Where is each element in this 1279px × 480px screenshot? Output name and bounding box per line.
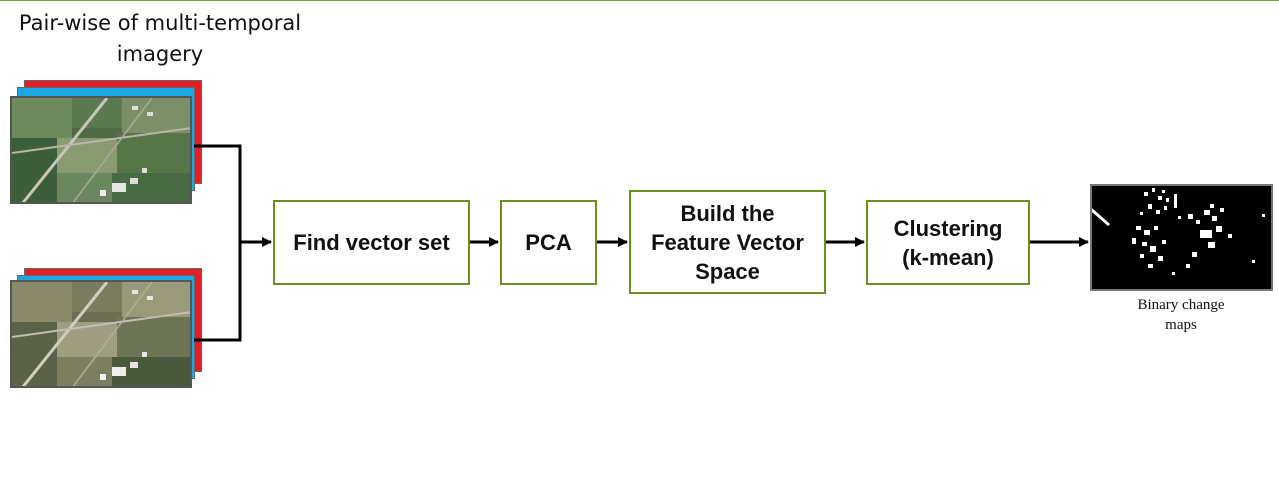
binary-change-map [1090,184,1273,291]
find-vector-set-box: Find vector set [273,200,470,285]
output-caption: Binary change maps [1137,297,1225,333]
input-title: Pair-wise of multi-temporal imagery [18,11,302,66]
satellite-image-icon [12,98,190,202]
satellite-image-2 [10,280,192,388]
pca-box: PCA [500,200,597,285]
input-image-stack-2 [10,268,210,388]
input-image-stack-1 [10,80,210,204]
feature-space-box: Build the Feature Vector Space [629,190,826,294]
satellite-image-icon [12,282,190,386]
top-rule [0,0,1279,1]
satellite-image-1 [10,96,192,204]
clustering-box: Clustering (k-mean) [866,200,1030,285]
merge-bracket [194,144,242,342]
feature-space-label: Build the Feature Vector Space [651,200,804,284]
clustering-label: Clustering (k-mean) [893,215,1003,270]
pca-label: PCA [525,230,572,255]
binary-change-map-icon [1092,186,1271,289]
find-vector-set-label: Find vector set [293,230,450,255]
